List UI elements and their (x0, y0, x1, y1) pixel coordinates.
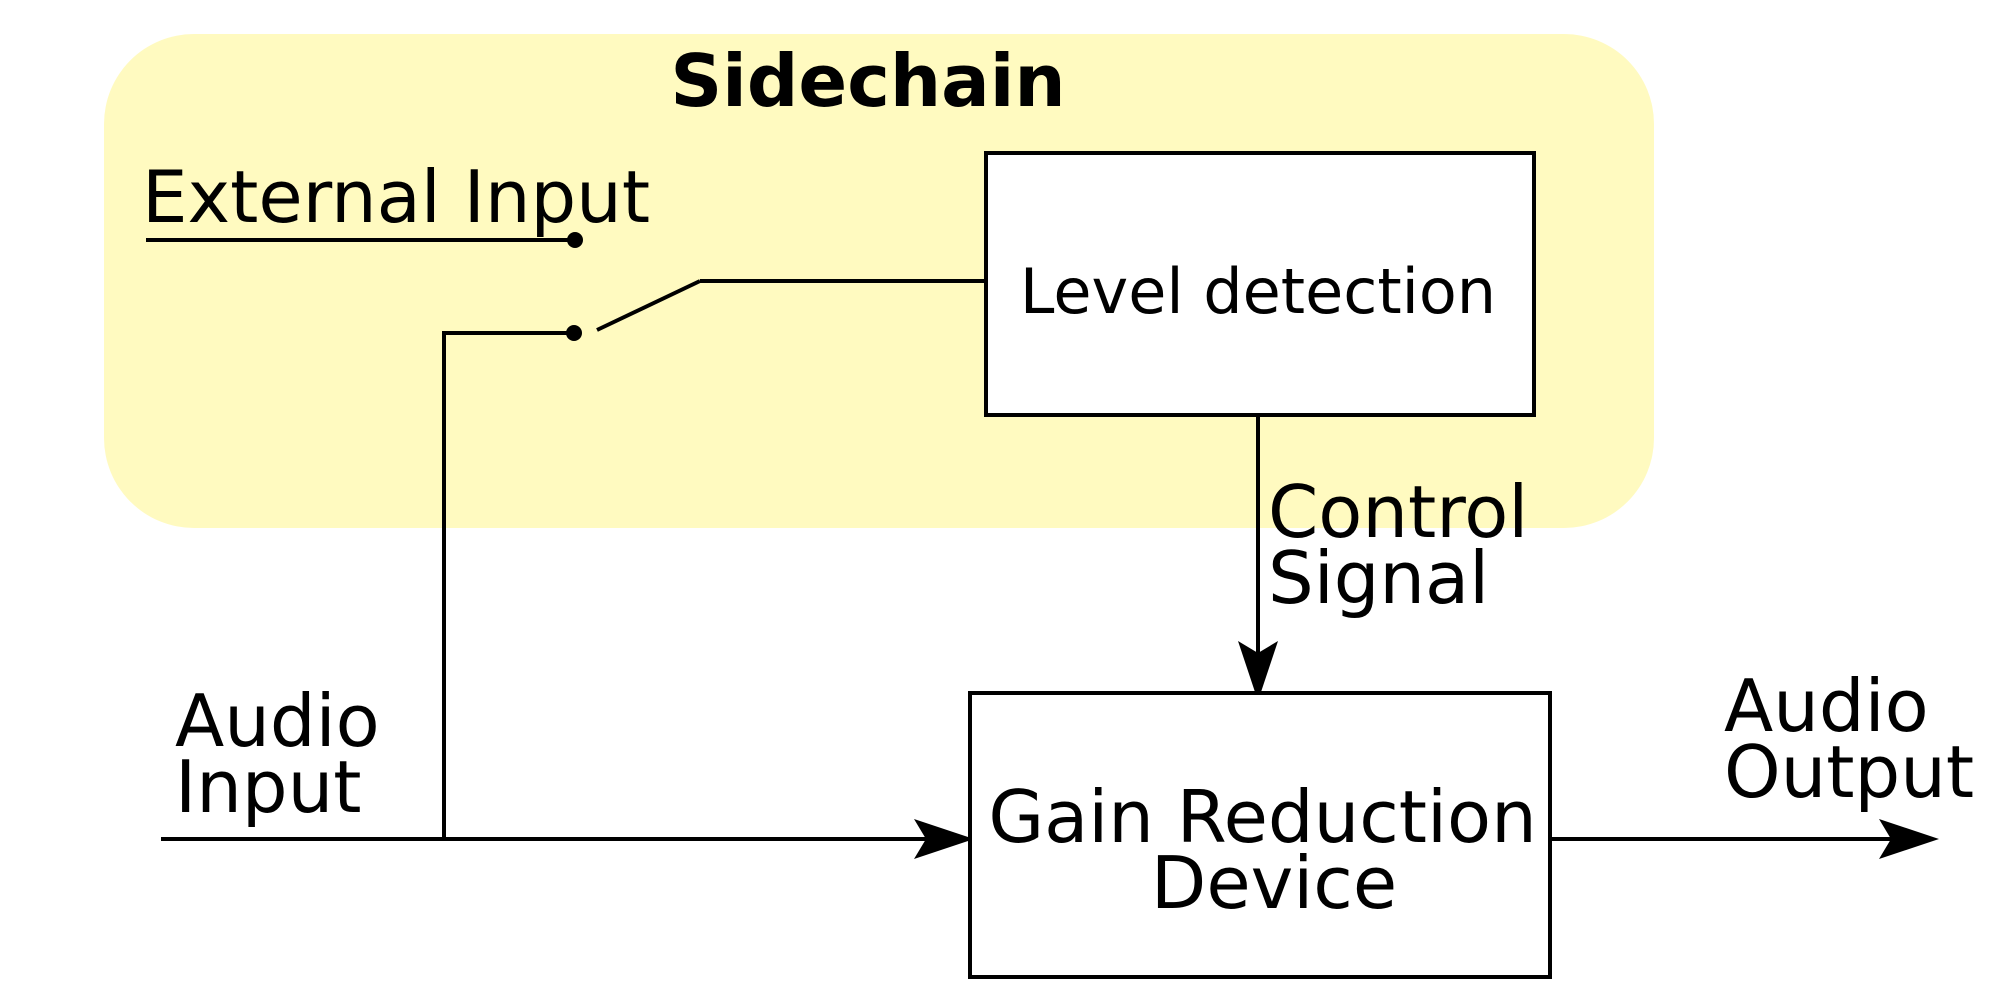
gain-reduction-line-1: Gain Reduction (988, 775, 1536, 859)
control-signal-line-1: Control (1268, 470, 1528, 554)
audio-input-line-2: Input (175, 745, 361, 829)
gain-reduction-block (968, 691, 1552, 979)
gain-reduction-label: Gain Reduction Device (988, 775, 1559, 925)
control-signal-label: Control Signal (1268, 470, 1551, 620)
external-input-terminal (567, 232, 583, 248)
switch-blade (596, 279, 701, 332)
sidechain-tap-line (442, 331, 574, 839)
audio-input-line-1: Audio (175, 679, 380, 763)
audio-output-label: Audio Output (1724, 664, 1974, 814)
level-detection-block (984, 151, 1536, 417)
sidechain-title: Sidechain (670, 39, 1065, 123)
audio-input-label: Audio Input (175, 679, 403, 829)
level-detection-label: Level detection (1020, 255, 1496, 328)
audio-output-line-2: Output (1724, 730, 1974, 814)
audio-output-line-1: Audio (1724, 664, 1929, 748)
gain-reduction-line-2: Device (1151, 841, 1397, 925)
external-input-label: External Input (142, 155, 650, 239)
control-signal-line-2: Signal (1268, 536, 1489, 620)
